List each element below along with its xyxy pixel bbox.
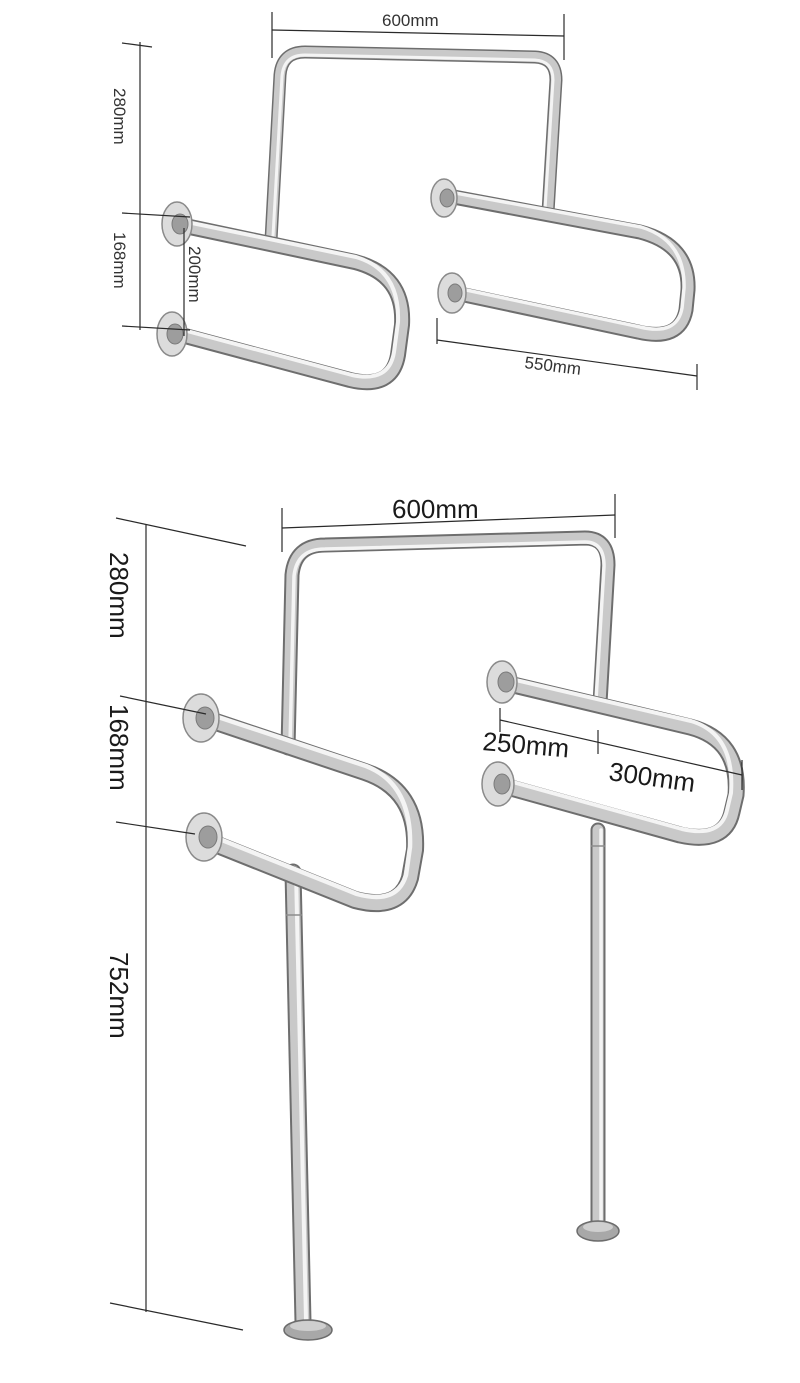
- bottom-right-flange-upper: [486, 660, 518, 704]
- bottom-right-u-rail: [491, 674, 745, 846]
- top-dimension-lines: [121, 12, 698, 390]
- bottom-dim-height-middle: 168mm: [104, 704, 134, 791]
- bottom-dim-height-upper: 280mm: [104, 552, 134, 639]
- bottom-left-u-rail: [196, 711, 425, 913]
- bottom-dim-height-floor: 752mm: [104, 952, 134, 1039]
- bottom-figure: 600mm 280mm 168mm 752mm 250mm 300mm: [104, 494, 745, 1341]
- top-figure: 600mm 280mm 168mm 200mm 550mm: [110, 11, 698, 391]
- bottom-left-floor-leg: [283, 863, 333, 1341]
- top-dim-height-middle: 168mm: [110, 232, 129, 289]
- bottom-dim-depth-outer: 300mm: [607, 756, 697, 798]
- top-right-u-rail: [440, 188, 696, 342]
- bottom-back-frame: [280, 530, 616, 756]
- top-back-frame: [264, 45, 563, 247]
- bottom-right-floor-leg: [576, 822, 620, 1242]
- bottom-dim-width: 600mm: [392, 494, 479, 524]
- bottom-right-flange-lower: [481, 761, 515, 807]
- bottom-dim-depth-inner: 250mm: [481, 726, 570, 763]
- top-left-u-rail: [177, 218, 411, 391]
- top-dim-depth: 550mm: [524, 353, 583, 379]
- bottom-dimension-lines: [109, 494, 743, 1331]
- top-left-flange-lower: [156, 311, 188, 357]
- top-left-flange-upper: [161, 201, 193, 247]
- top-right-flange-upper: [430, 178, 458, 218]
- bottom-left-flange-upper: [182, 693, 220, 743]
- top-right-flange-lower: [437, 272, 467, 314]
- top-dim-rail-gap: 200mm: [185, 246, 204, 303]
- top-dim-height-upper: 280mm: [110, 88, 129, 145]
- bottom-left-flange-lower: [185, 812, 223, 862]
- top-dim-width: 600mm: [382, 11, 439, 30]
